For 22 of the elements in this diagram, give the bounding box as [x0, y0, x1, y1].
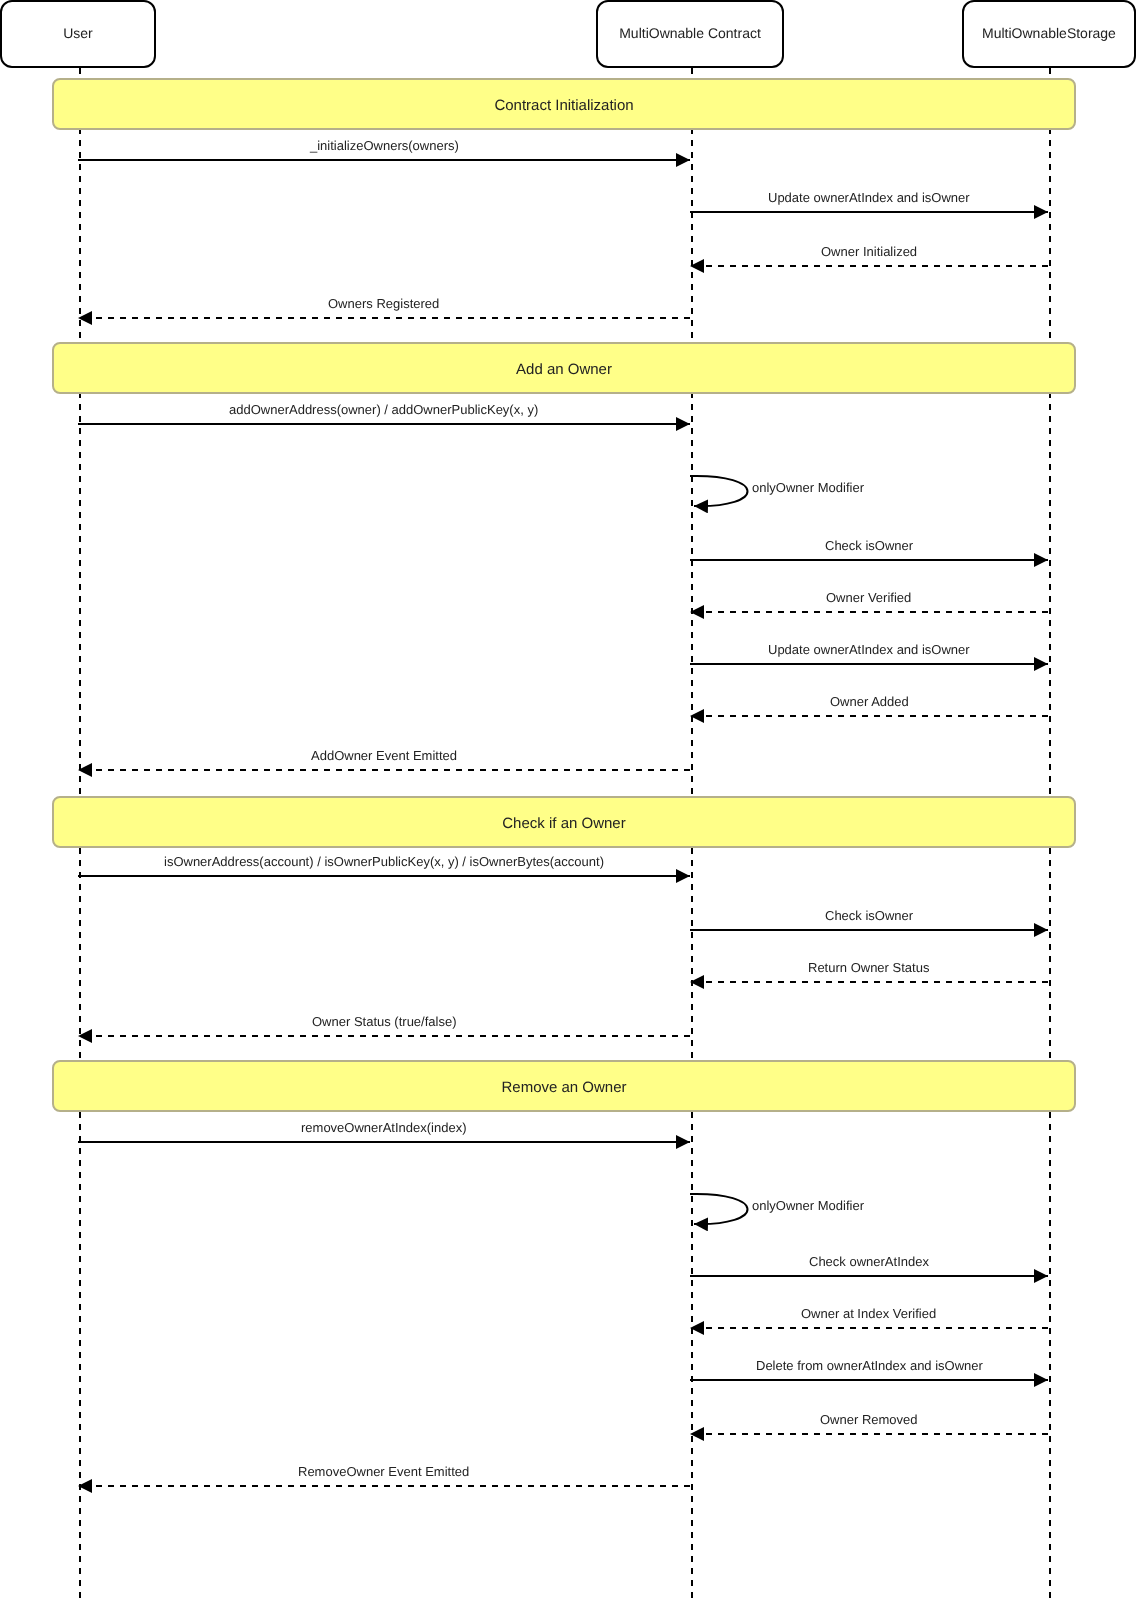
- message-arrow: [689, 1269, 1049, 1283]
- self-message-arrow: [689, 475, 749, 513]
- return-message-arrow: [689, 1321, 1049, 1335]
- return-message-arrow: [77, 1029, 691, 1043]
- return-message-arrow: [77, 763, 691, 777]
- return-message-arrow: [689, 1427, 1049, 1441]
- return-message-arrow: [689, 975, 1049, 989]
- return-message-arrow: [77, 1479, 691, 1493]
- message-arrow: [77, 417, 691, 431]
- return-message-arrow: [77, 311, 691, 325]
- message-arrow: [77, 153, 691, 167]
- message-arrow: [689, 1373, 1049, 1387]
- return-message-arrow: [689, 605, 1049, 619]
- message-arrow: [689, 923, 1049, 937]
- message-arrow: [689, 553, 1049, 567]
- self-message-arrow: [689, 1193, 749, 1231]
- return-message-arrow: [689, 259, 1049, 273]
- message-arrow: [77, 1135, 691, 1149]
- return-message-arrow: [689, 709, 1049, 723]
- message-arrow: [77, 869, 691, 883]
- message-arrow: [689, 657, 1049, 671]
- message-arrow: [689, 205, 1049, 219]
